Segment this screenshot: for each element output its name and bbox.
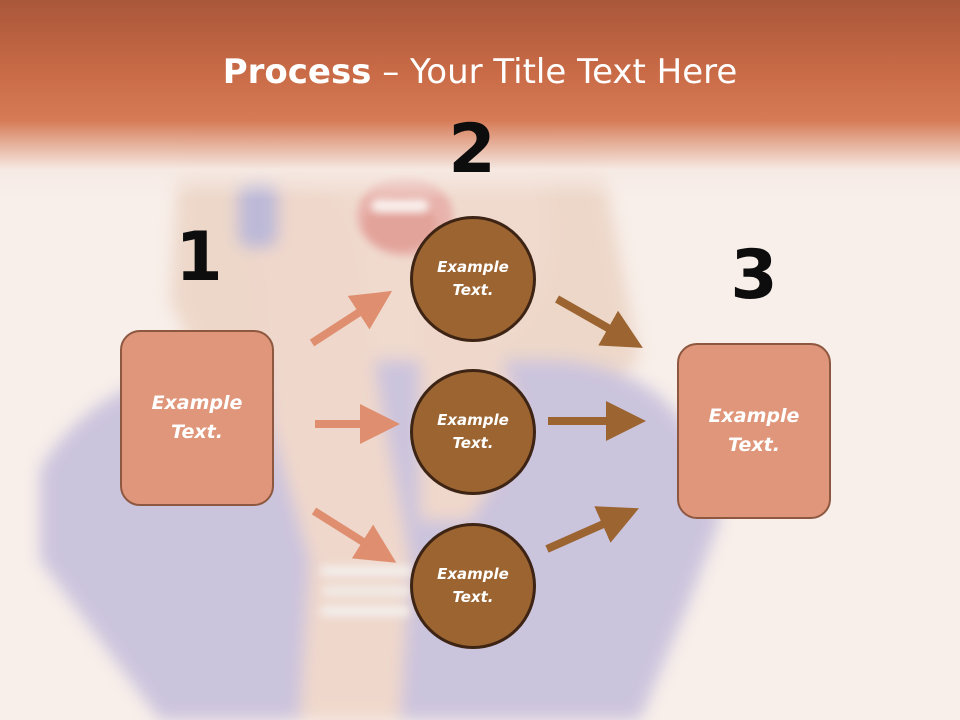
circle-label: Example Text. — [437, 411, 509, 452]
title-rest: – Your Title Text Here — [371, 52, 738, 92]
title-bar — [0, 0, 960, 200]
step1-box: Example Text. — [120, 330, 274, 506]
step-number-1: 1 — [175, 218, 223, 297]
arrow-top-to-step3 — [555, 295, 643, 348]
step-number-2: 2 — [448, 110, 496, 189]
step2-circle-bottom: Example Text. — [410, 523, 536, 649]
step2-circle-middle: Example Text. — [410, 369, 536, 495]
step3-box: Example Text. — [677, 343, 831, 519]
title-bold: Process — [222, 52, 372, 92]
arrow-step1-to-bottom — [311, 507, 397, 563]
arrow-bottom-to-step3 — [545, 506, 639, 553]
circle-label: Example Text. — [437, 565, 509, 606]
slide-title: Process – Your Title Text Here — [0, 52, 960, 92]
circle-label: Example Text. — [437, 258, 509, 299]
step1-label: Example Text. — [151, 392, 243, 443]
step-number-3: 3 — [730, 236, 778, 315]
step2-circle-top: Example Text. — [410, 216, 536, 342]
arrow-step1-to-top — [309, 290, 393, 347]
step3-label: Example Text. — [708, 405, 800, 456]
